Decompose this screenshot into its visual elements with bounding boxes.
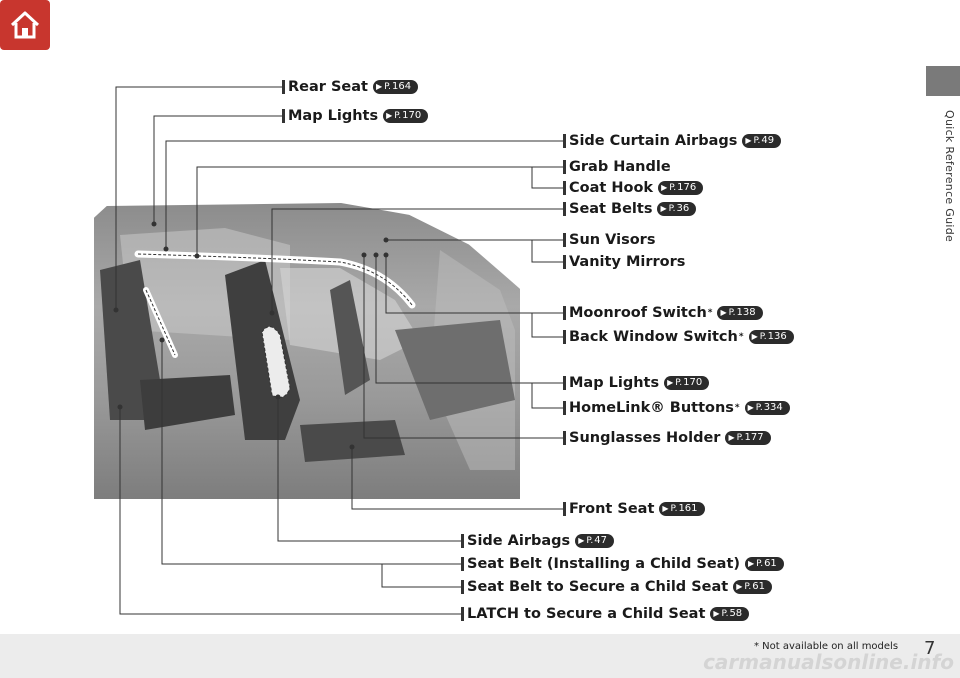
arrow-right-icon: ▶ bbox=[736, 582, 743, 591]
arrow-right-icon: ▶ bbox=[375, 82, 383, 91]
arrow-right-icon: ▶ bbox=[660, 204, 667, 213]
label-rear-seat: Rear Seat ▶P.164 bbox=[282, 78, 419, 96]
page-ref-link[interactable]: ▶P.334 bbox=[744, 401, 790, 415]
arrow-right-icon: ▶ bbox=[386, 111, 393, 120]
label-map-lights-front: Map Lights ▶P.170 bbox=[563, 374, 710, 392]
section-tab-marker bbox=[926, 66, 960, 96]
arrow-right-icon: ▶ bbox=[662, 504, 669, 513]
arrow-right-icon: ▶ bbox=[661, 183, 668, 192]
label-seat-belt-installing-child-seat: Seat Belt (Installing a Child Seat) ▶P.6… bbox=[461, 555, 784, 573]
section-tab-label: Quick Reference Guide bbox=[943, 110, 956, 243]
home-button[interactable] bbox=[0, 0, 50, 50]
page-ref-link[interactable]: ▶P.164 bbox=[372, 80, 419, 94]
page-ref-link[interactable]: ▶P.47 bbox=[575, 534, 614, 548]
page-ref-link[interactable]: ▶P.176 bbox=[658, 181, 704, 195]
label-seat-belt-secure-child-seat: Seat Belt to Secure a Child Seat ▶P.61 bbox=[461, 578, 772, 596]
label-side-airbags: Side Airbags ▶P.47 bbox=[461, 532, 614, 550]
page-ref-link[interactable]: ▶P.49 bbox=[742, 134, 782, 148]
page-ref-link[interactable]: ▶P.61 bbox=[745, 557, 784, 571]
arrow-right-icon: ▶ bbox=[720, 308, 727, 317]
page-ref-link[interactable]: ▶P.177 bbox=[725, 431, 771, 445]
arrow-right-icon: ▶ bbox=[667, 378, 674, 387]
page-ref-link[interactable]: ▶P.138 bbox=[717, 306, 763, 320]
cabin-interior-image bbox=[94, 203, 520, 499]
label-sunglasses-holder: Sunglasses Holder ▶P.177 bbox=[563, 429, 771, 447]
label-seat-belts: Seat Belts ▶P.36 bbox=[563, 200, 697, 218]
label-grab-handle: Grab Handle bbox=[563, 158, 671, 176]
footnote: * Not available on all models bbox=[754, 641, 899, 652]
label-coat-hook: Coat Hook ▶P.176 bbox=[563, 179, 704, 197]
page-ref-link[interactable]: ▶P.58 bbox=[710, 607, 750, 621]
arrow-right-icon: ▶ bbox=[578, 536, 585, 545]
page-number: 7 bbox=[924, 638, 936, 659]
label-sun-visors: Sun Visors bbox=[563, 231, 655, 249]
arrow-right-icon: ▶ bbox=[713, 609, 720, 618]
label-back-window-switch: Back Window Switch* ▶P.136 bbox=[563, 328, 794, 346]
arrow-right-icon: ▶ bbox=[745, 136, 752, 145]
page-ref-link[interactable]: ▶P.61 bbox=[733, 580, 772, 594]
page-ref-link[interactable]: ▶P.170 bbox=[664, 376, 710, 390]
page-ref-link[interactable]: ▶P.136 bbox=[748, 330, 794, 344]
page-ref-link[interactable]: ▶P.170 bbox=[383, 109, 429, 123]
label-front-seat: Front Seat ▶P.161 bbox=[563, 500, 705, 518]
page-ref-link[interactable]: ▶P.161 bbox=[659, 502, 705, 516]
footer-bar bbox=[0, 634, 960, 678]
arrow-right-icon: ▶ bbox=[747, 403, 754, 412]
page-ref-link[interactable]: ▶P.36 bbox=[657, 202, 697, 216]
label-vanity-mirrors: Vanity Mirrors bbox=[563, 253, 685, 271]
label-map-lights-top: Map Lights ▶P.170 bbox=[282, 107, 429, 125]
arrow-right-icon: ▶ bbox=[748, 559, 755, 568]
label-homelink-buttons: HomeLink® Buttons* ▶P.334 bbox=[563, 399, 790, 417]
label-moonroof-switch: Moonroof Switch* ▶P.138 bbox=[563, 304, 763, 322]
label-latch-secure-child-seat: LATCH to Secure a Child Seat ▶P.58 bbox=[461, 605, 750, 623]
arrow-right-icon: ▶ bbox=[751, 332, 758, 341]
arrow-right-icon: ▶ bbox=[728, 433, 735, 442]
label-side-curtain-airbags: Side Curtain Airbags ▶P.49 bbox=[563, 132, 782, 150]
home-icon bbox=[10, 11, 40, 39]
